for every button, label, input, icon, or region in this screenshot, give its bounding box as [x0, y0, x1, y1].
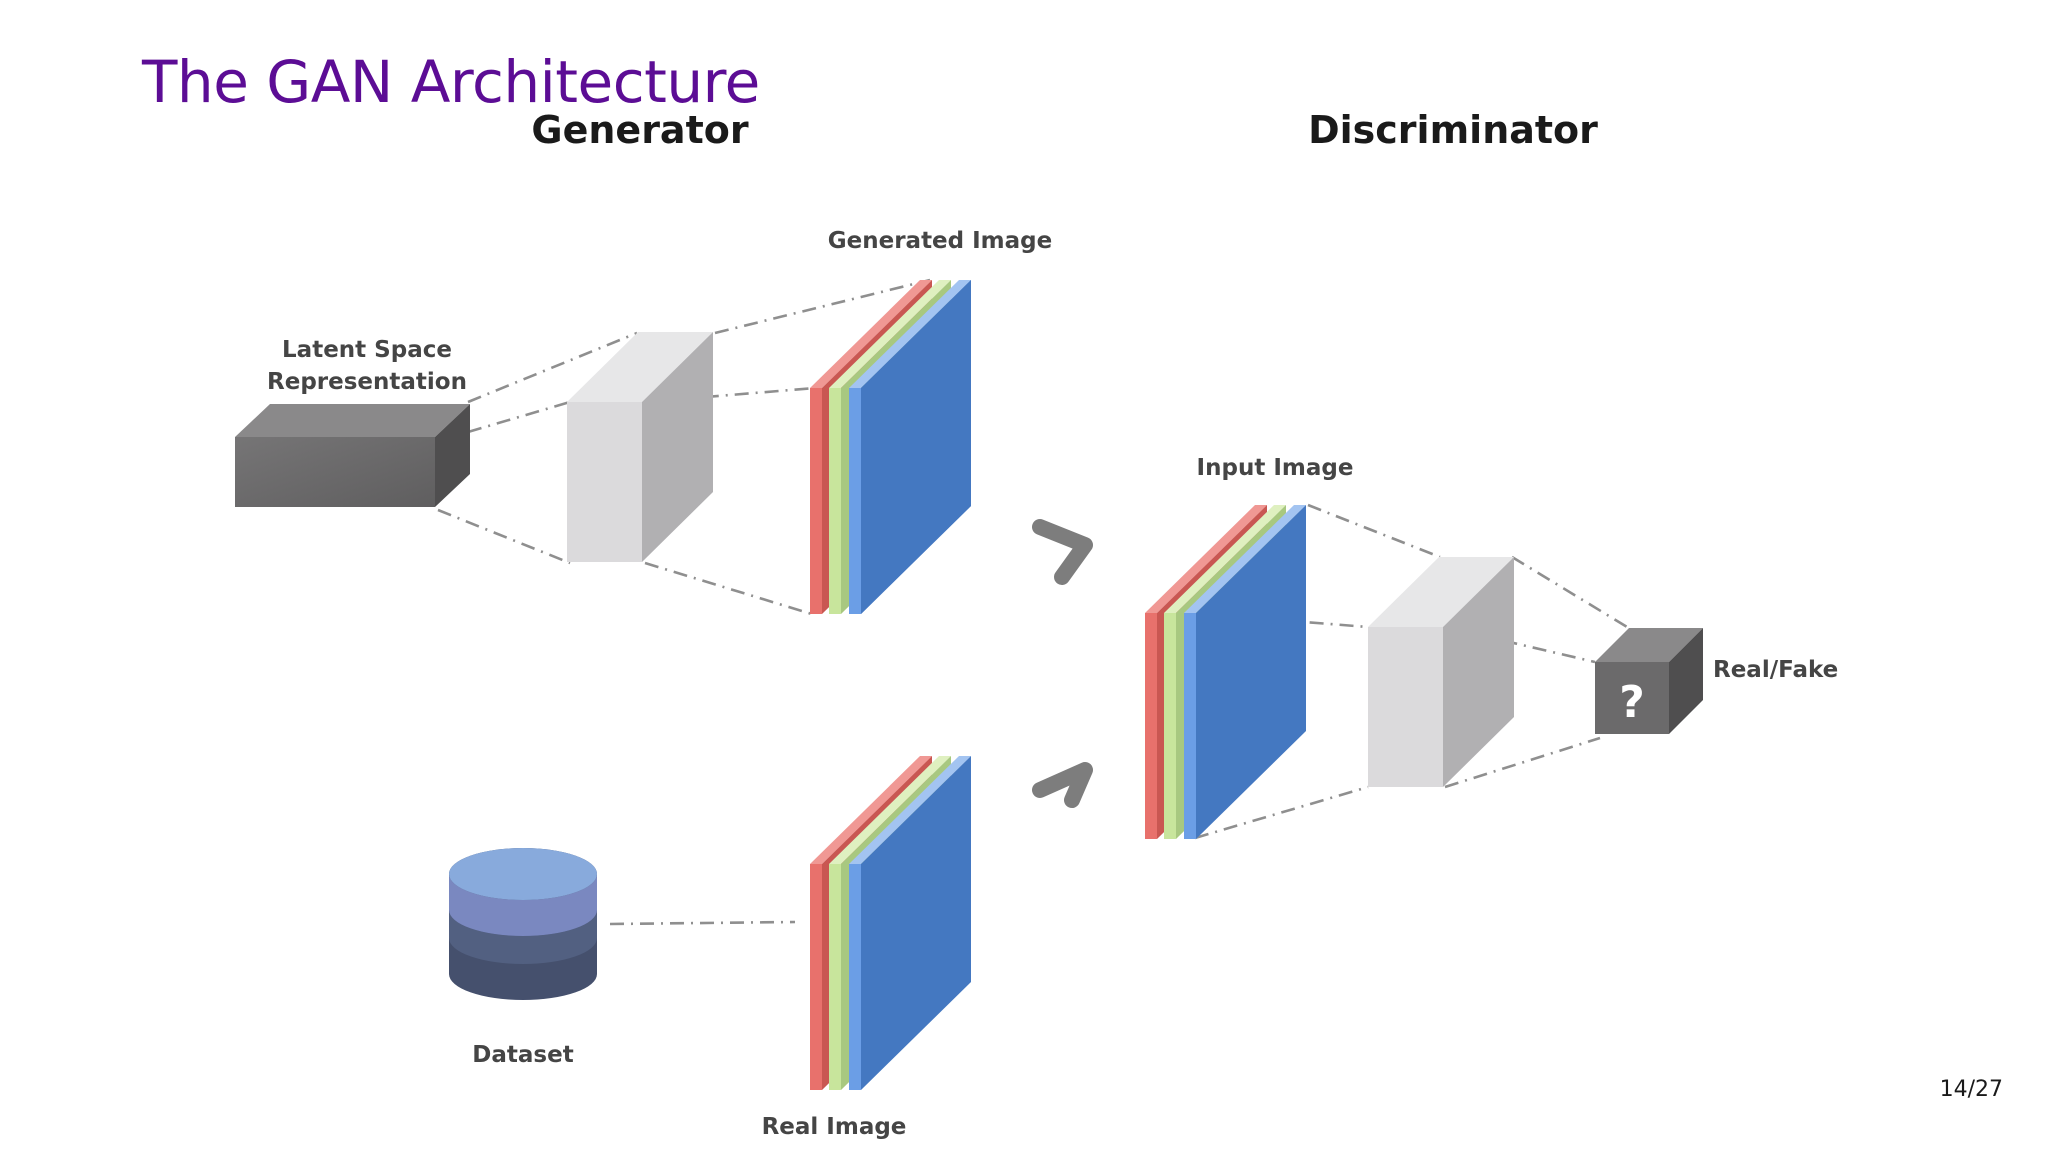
input-image-label: Input Image	[1197, 455, 1354, 481]
real-image-stack	[810, 756, 971, 1090]
discriminator-connectors	[1189, 503, 1633, 840]
dataset-connector	[609, 920, 796, 926]
latent-space-box	[235, 404, 470, 507]
input-image-stack	[1145, 505, 1306, 839]
generator-hidden-layer	[567, 332, 713, 562]
question-mark: ?	[1619, 677, 1645, 728]
real-fake-label: Real/Fake	[1713, 657, 1838, 683]
slide-title: The GAN Architecture	[142, 48, 760, 116]
generated-image-label: Generated Image	[828, 228, 1053, 254]
latent-space-label-line2: Representation	[267, 369, 467, 395]
discriminator-hidden-layer	[1368, 557, 1514, 787]
dataset-label: Dataset	[472, 1042, 573, 1068]
arrow-right-icon	[1032, 519, 1093, 585]
generated-image-stack	[810, 280, 971, 614]
discriminator-heading: Discriminator	[1308, 108, 1598, 152]
arrow-right-icon	[1032, 762, 1093, 808]
generator-heading: Generator	[531, 108, 749, 152]
database-icon	[449, 848, 597, 1000]
real-image-label: Real Image	[762, 1114, 907, 1140]
latent-space-label-line1: Latent Space	[282, 337, 452, 363]
generator-connectors	[437, 278, 931, 617]
page-number: 14/27	[1939, 1077, 2003, 1102]
question-mark-cube-icon: ?	[1595, 628, 1703, 734]
